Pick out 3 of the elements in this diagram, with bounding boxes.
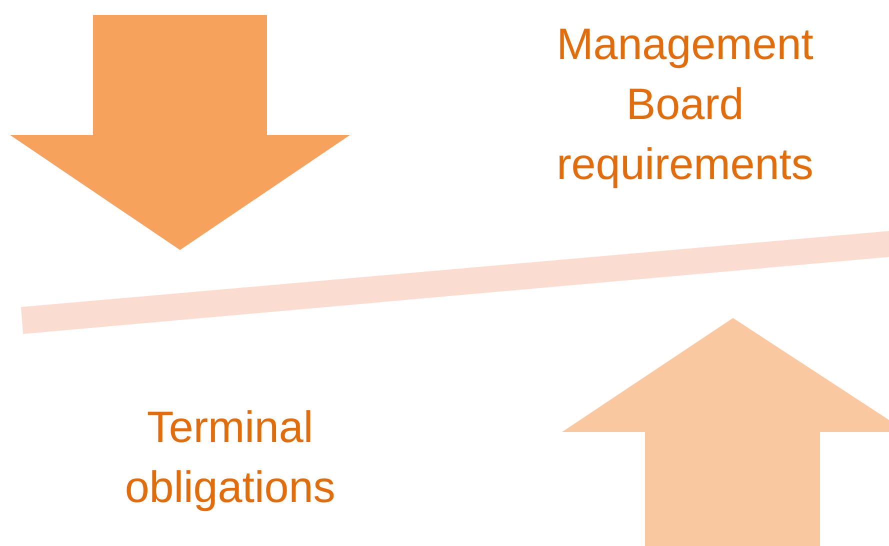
label-text: Management Board requirements [556,19,814,191]
label-text: Terminal obligations [124,402,336,514]
tilted-bar [21,231,889,334]
